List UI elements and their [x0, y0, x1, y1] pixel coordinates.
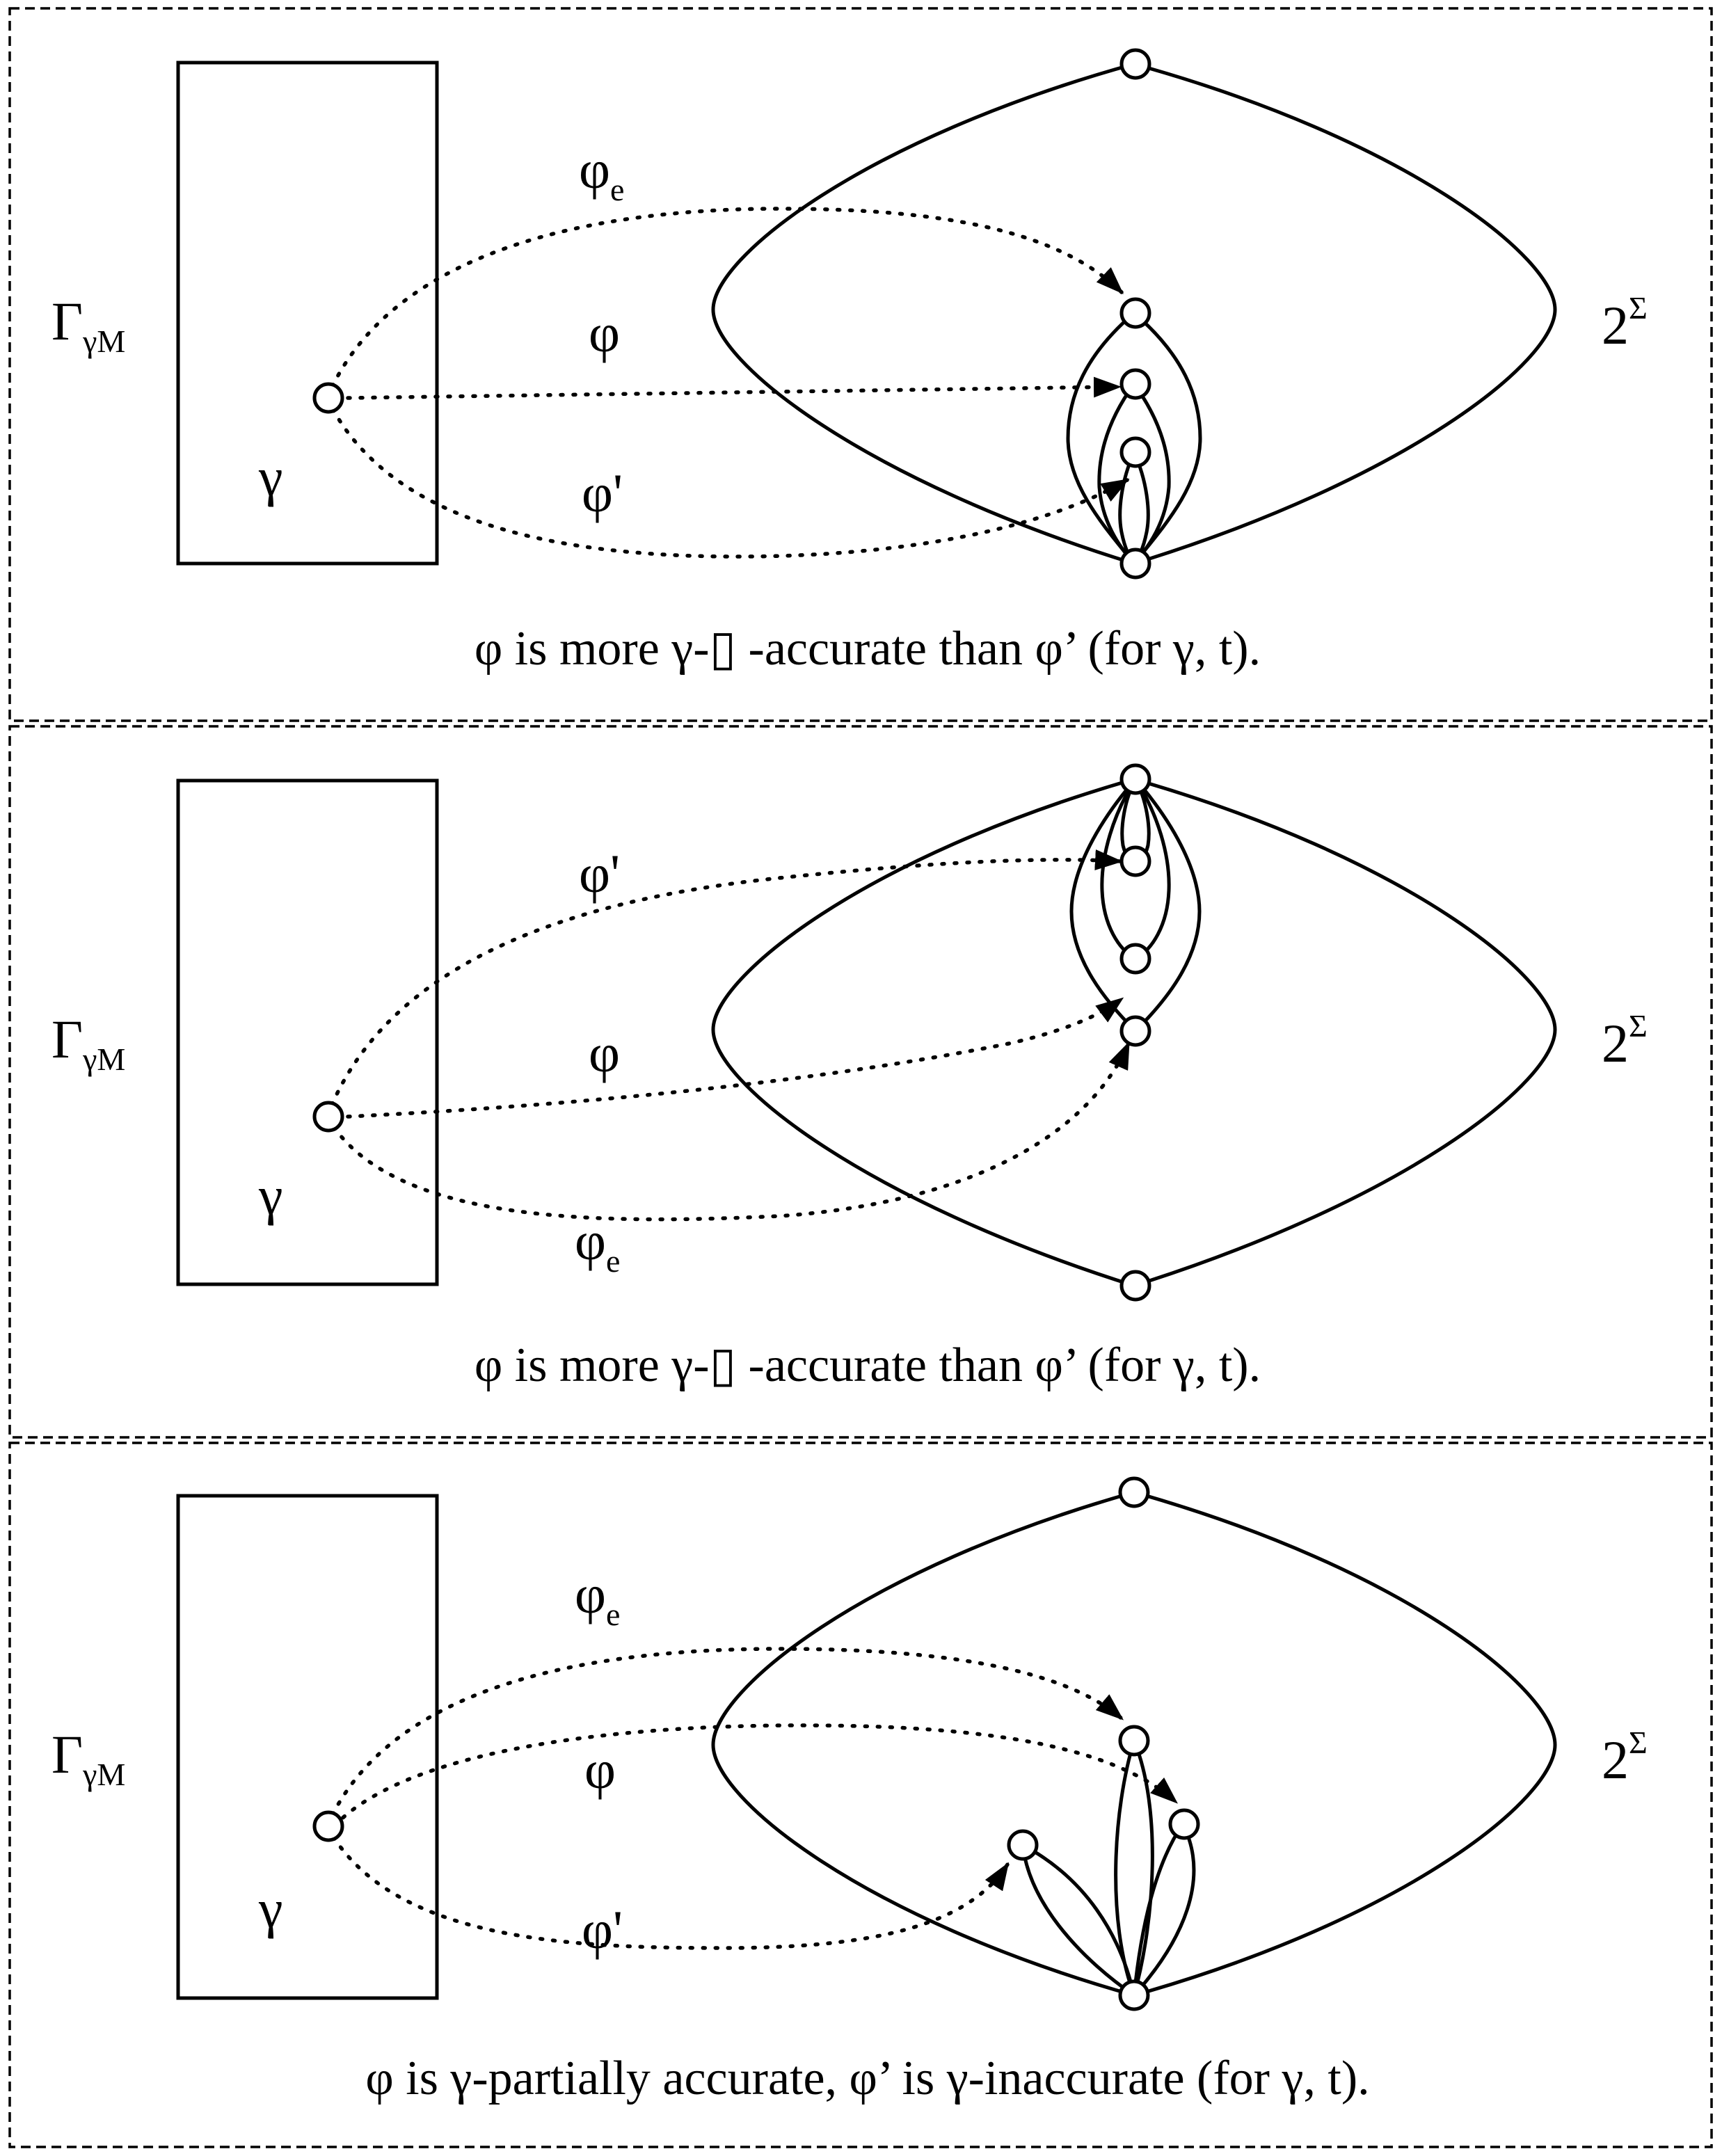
panel-2-set-box — [176, 778, 439, 1286]
panel-1-node-top — [1119, 48, 1151, 80]
panel-1-node-gamma — [312, 382, 344, 414]
panel-3-node-top — [1118, 1476, 1150, 1508]
panel-2-node-phi — [1119, 943, 1151, 975]
panel-3-space-label: 2Σ — [1602, 1725, 1648, 1790]
panel-1-label-phi: φ — [589, 303, 620, 363]
panel-1-lens-outer-right — [1133, 312, 1202, 565]
panel-2-node-bottom — [1119, 1270, 1151, 1302]
panel-2-arrow-phi-e — [325, 1041, 1131, 1222]
panel-1-frame — [8, 7, 1713, 722]
panel-1-node-phi — [1119, 368, 1151, 400]
panel-3-label-phi: φ — [584, 1739, 616, 1800]
panel-3-petal-e-left — [1114, 1740, 1136, 1996]
panel-1-node-phi-prime — [1119, 436, 1151, 468]
panel-3-set-label: ΓγM — [51, 1724, 125, 1792]
panel-1-node-bottom — [1119, 548, 1151, 580]
panel-2-label-phi-prime: φ' — [579, 843, 620, 904]
panel-2-lens-mid-left — [1100, 778, 1138, 961]
panel-2-frame — [8, 725, 1713, 1439]
panel-3-point-label: γ — [258, 1878, 282, 1939]
panel-3-node-phi — [1168, 1808, 1200, 1840]
panel-1-lens-mid-right — [1132, 383, 1171, 565]
panel-1-label-phi-prime: φ' — [582, 463, 623, 523]
panel-3-node-bottom — [1118, 1979, 1150, 2011]
panel-3-petal-prime-right — [1021, 1843, 1136, 1996]
panel-3-petal-prime-left — [1021, 1844, 1135, 1997]
panel-1-space-label: 2Σ — [1602, 290, 1648, 356]
panel-1-set-box — [176, 61, 439, 566]
panel-3-label-phi-e: φe — [575, 1564, 620, 1632]
panel-3-node-phi-prime — [1007, 1829, 1039, 1861]
panel-3-arrow-phi-prime — [325, 1824, 1010, 1950]
panel-1-arrow-phi-prime — [325, 396, 1130, 559]
panel-3-node-gamma — [312, 1810, 344, 1842]
panel-3-petal-phi-left — [1132, 1823, 1185, 1996]
panel-1-point-label: γ — [258, 447, 282, 507]
panel-2-node-phi-prime — [1119, 845, 1151, 877]
panel-2-node-phi-e — [1119, 1015, 1151, 1047]
panel-3-petal-phi-right — [1133, 1823, 1196, 1997]
panel-2-arrow-phi-prime — [325, 849, 1123, 1119]
panel-2-point-label: γ — [258, 1165, 282, 1226]
panel-1-node-phi-e — [1119, 297, 1151, 329]
panel-2-set-label: ΓγM — [51, 1009, 125, 1077]
panel-2-lens-mid-right — [1133, 778, 1171, 961]
panel-3-petal-e-right — [1132, 1740, 1154, 1996]
panel-3-frame — [8, 1442, 1713, 2148]
panel-1-arrow-phi-e — [325, 207, 1124, 400]
panel-2-caption: φ is more γ-▯ -accurate than φ’ (for γ, … — [475, 1339, 1261, 1392]
panel-2-arrow-phi — [346, 997, 1124, 1119]
panel-2-lens-outer-right — [1134, 778, 1202, 1032]
panel-2-node-top — [1119, 763, 1151, 795]
panel-1-lens-mid-left — [1097, 383, 1136, 565]
panel-1-label-phi-e: φe — [579, 139, 624, 207]
panel-1-lens-outer-left — [1066, 312, 1135, 565]
panel-3-arrow-phi — [332, 1723, 1178, 1828]
panel-2: ΓγM γ 2Σ φ' φ φe φ is more γ-▯ -accurate… — [8, 725, 1713, 1439]
panel-2-space-label: 2Σ — [1602, 1008, 1648, 1073]
panel-1: ΓγM γ 2Σ φe φ φ' φ is more γ-▯ -accurate… — [8, 7, 1713, 722]
panel-1-arrow-phi — [346, 376, 1122, 400]
panel-1-caption: φ is more γ-▯ -accurate than φ’ (for γ, … — [475, 622, 1261, 676]
panel-2-label-phi-e: φe — [575, 1211, 620, 1279]
panel-2-node-gamma — [312, 1101, 344, 1133]
panel-3-caption: φ is γ-partially accurate, φ’ is γ-inacc… — [365, 2052, 1369, 2105]
panel-3: ΓγM γ 2Σ φe φ φ' φ is γ-partially accura… — [8, 1442, 1713, 2148]
panel-3-node-phi-e — [1118, 1725, 1150, 1757]
panel-1-set-label: ΓγM — [51, 291, 125, 359]
panel-2-label-phi: φ — [589, 1023, 620, 1083]
panel-3-set-box — [176, 1494, 439, 2000]
panel-3-label-phi-prime: φ' — [582, 1899, 623, 1960]
